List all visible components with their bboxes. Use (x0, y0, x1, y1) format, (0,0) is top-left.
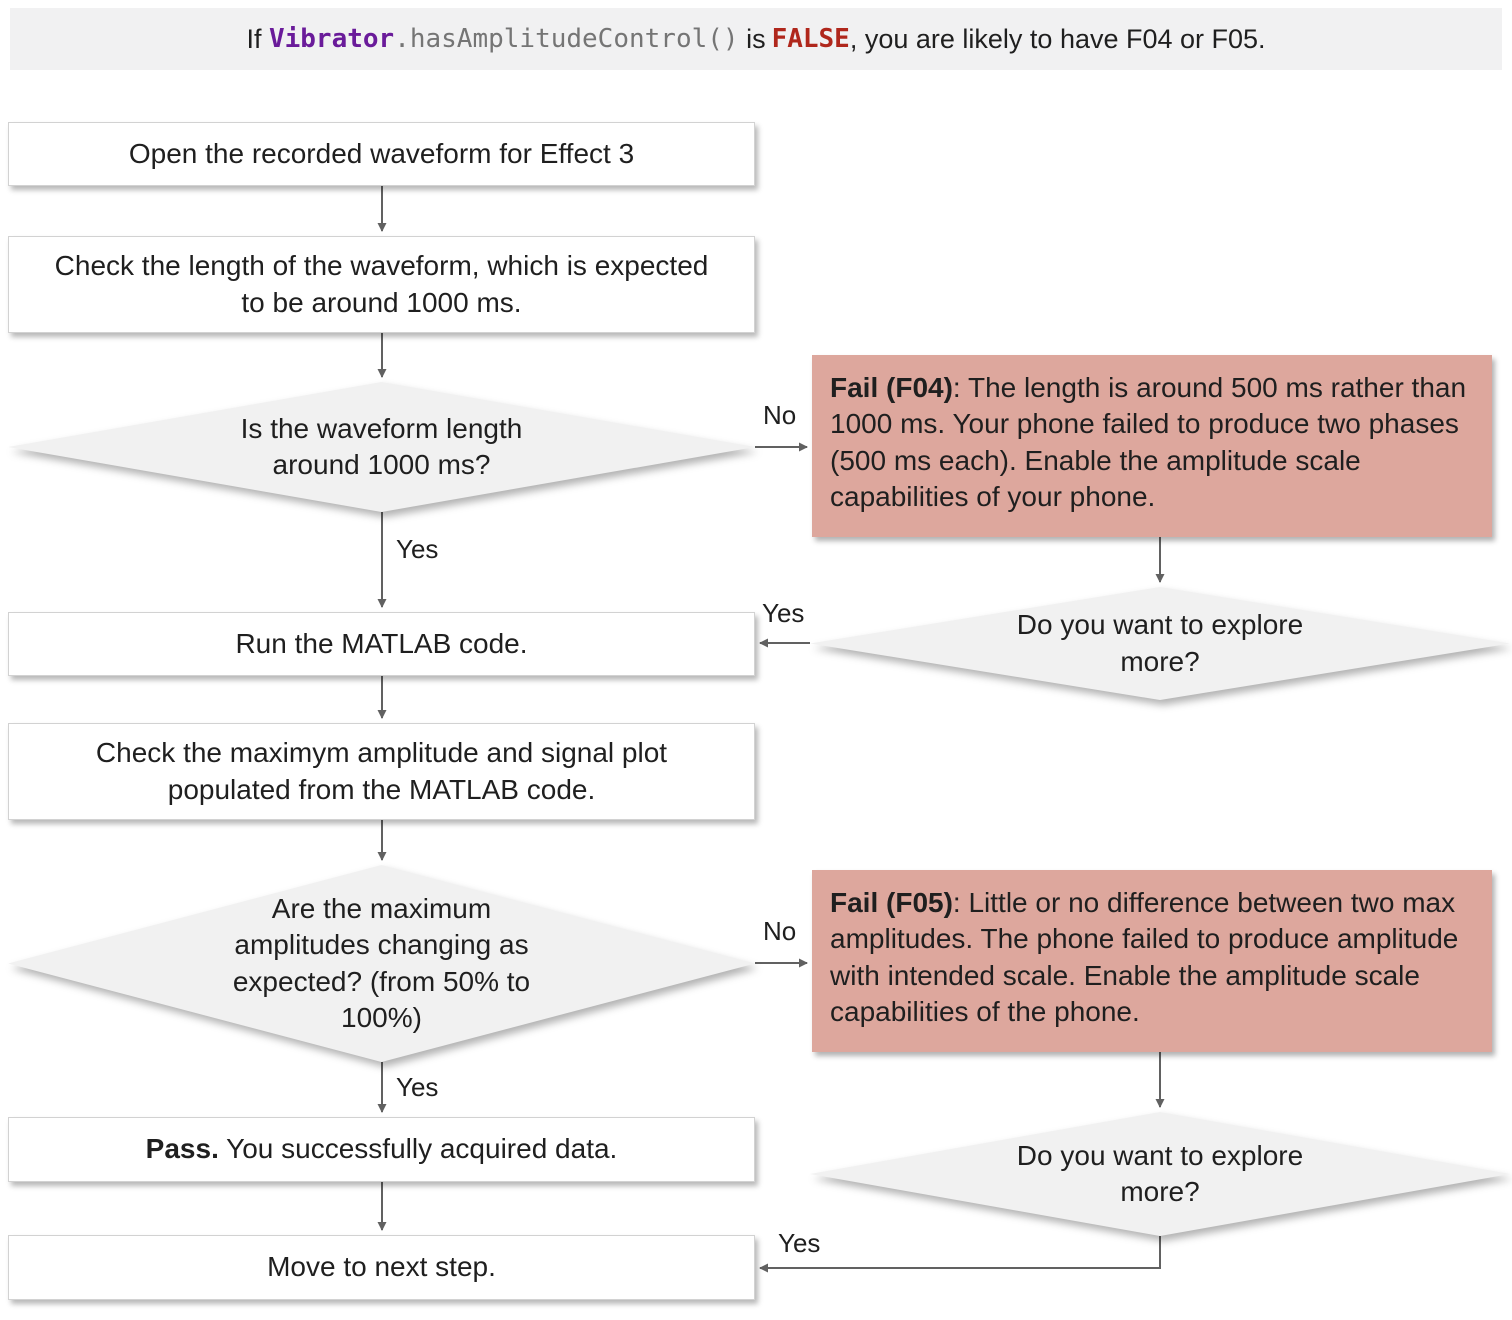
banner-code-vibrator: Vibrator (268, 24, 395, 54)
edge-label-no-amplitude: No (763, 916, 797, 946)
edge-label-no-length: No (763, 400, 797, 430)
banner-text-is: is (738, 23, 766, 54)
edge-label-yes-explore1: Yes (762, 598, 805, 628)
step-check-length: Check the length of the waveform, which … (8, 236, 755, 333)
step-pass: Pass. You successfully acquired data. (8, 1117, 755, 1182)
fail-f05-title: Fail (F05) (830, 887, 953, 918)
banner-text-if: If (246, 23, 269, 54)
decision-explore-more-2-label: Do you want to explore more? (1016, 1139, 1304, 1207)
step-check-amplitude-label: Check the maximym amplitude and signal p… (95, 736, 668, 805)
step-open-waveform-label: Open the recorded waveform for Effect 3 (128, 137, 635, 169)
edge-label-yes-explore2: Yes (778, 1228, 821, 1258)
banner-text-rest: , you are likely to have F04 or F05. (849, 23, 1266, 54)
decision-waveform-length-label: Is the waveform length around 1000 ms? (240, 412, 523, 480)
fail-f04-box: Fail (F04): The length is around 500 ms … (812, 355, 1492, 537)
fail-f04-title: Fail (F04) (830, 372, 953, 403)
step-run-matlab-label: Run the MATLAB code. (235, 627, 528, 659)
step-check-amplitude: Check the maximym amplitude and signal p… (8, 723, 755, 820)
decision-waveform-length: Is the waveform length around 1000 ms? (8, 382, 755, 512)
edge-label-yes-length: Yes (396, 534, 439, 564)
fail-f05-text: : Little or no difference between two ma… (830, 887, 1459, 1028)
step-move-next: Move to next step. (8, 1235, 755, 1300)
step-open-waveform: Open the recorded waveform for Effect 3 (8, 122, 755, 186)
decision-explore-more-1-label: Do you want to explore more? (1016, 609, 1304, 677)
pass-text: You successfully acquired data. (218, 1133, 618, 1165)
pass-title: Pass. (145, 1133, 219, 1165)
decision-amplitude-change: Are the maximum amplitudes changing as e… (8, 865, 755, 1062)
fail-f05-box: Fail (F05): Little or no difference betw… (812, 870, 1492, 1052)
banner-code-false: FALSE (771, 24, 850, 54)
decision-explore-more-1: Do you want to explore more? (810, 587, 1510, 700)
decision-explore-more-2: Do you want to explore more? (810, 1112, 1510, 1236)
edge-label-yes-amplitude: Yes (396, 1072, 439, 1102)
banner-code-method: .hasAmplitudeControl() (394, 24, 739, 54)
step-run-matlab: Run the MATLAB code. (8, 612, 755, 676)
step-move-next-label: Move to next step. (267, 1251, 496, 1283)
decision-amplitude-change-label: Are the maximum amplitudes changing as e… (232, 892, 531, 1033)
fail-f04-text: : The length is around 500 ms rather tha… (830, 372, 1467, 513)
step-check-length-label: Check the length of the waveform, which … (54, 249, 709, 318)
